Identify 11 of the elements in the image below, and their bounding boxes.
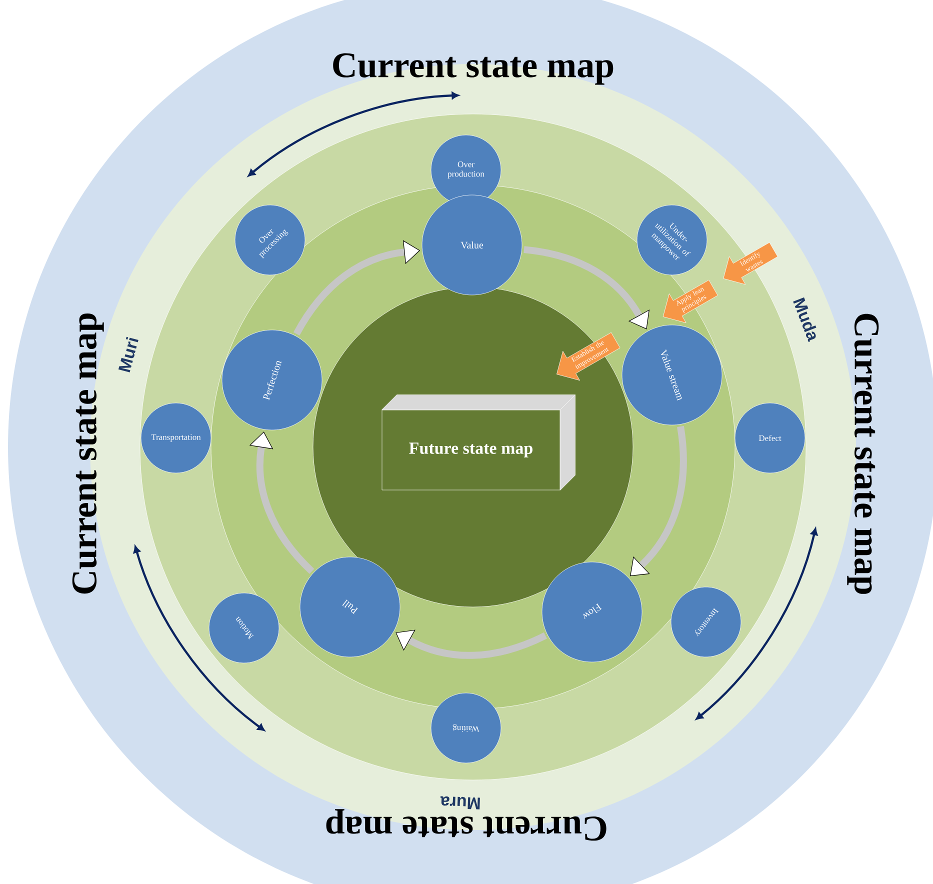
ring-label: Muri [118, 336, 138, 372]
ring-title: Current state map [333, 53, 614, 85]
ring-label: Mura [440, 796, 480, 810]
curved-arrow [249, 432, 314, 574]
ring-title: Current state map [326, 809, 606, 841]
curved-arrow [524, 246, 650, 330]
box-3d: Future state map [382, 394, 576, 490]
ring-label: Muda [793, 297, 816, 342]
curved-arrow [396, 630, 547, 659]
ring-title: Current state map [72, 314, 104, 594]
ring-title: Current state map [847, 314, 879, 594]
